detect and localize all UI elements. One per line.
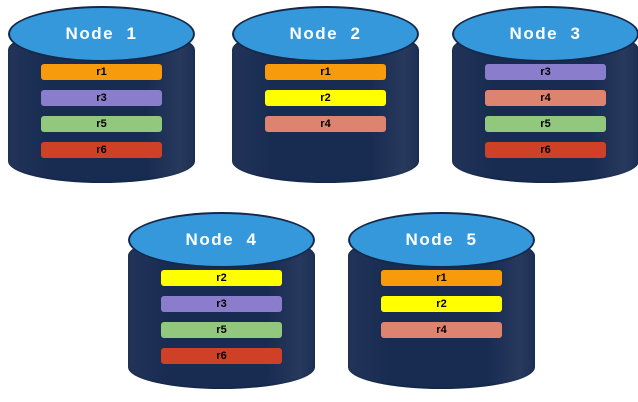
- replica-bar: r4: [381, 322, 502, 338]
- replica-bar: r1: [41, 64, 162, 80]
- node-title: Node 3: [509, 24, 582, 43]
- replica-bar: r2: [161, 270, 282, 286]
- node-1[interactable]: Node 1 r1 r3 r5 r6: [8, 6, 195, 191]
- replica-bar: r3: [161, 296, 282, 312]
- cylinder-top-ellipse: [232, 6, 419, 62]
- replica-bar: r5: [41, 116, 162, 132]
- node-title: Node 1: [65, 24, 138, 43]
- replica-stack: r1 r2 r4: [381, 270, 502, 338]
- replica-stack: r1 r2 r4: [265, 64, 386, 132]
- replica-bar: r2: [265, 90, 386, 106]
- replica-bar: r5: [161, 322, 282, 338]
- node-4[interactable]: Node 4 r2 r3 r5 r6: [128, 212, 315, 397]
- node-5[interactable]: Node 5 r1 r2 r4: [348, 212, 535, 397]
- node-2[interactable]: Node 2 r1 r2 r4: [232, 6, 419, 191]
- replica-bar: r4: [265, 116, 386, 132]
- cylinder-top-ellipse: [128, 212, 315, 268]
- cylinder-top-ellipse: [452, 6, 638, 62]
- cylinder-top-ellipse: [348, 212, 535, 268]
- node-title: Node 2: [289, 24, 362, 43]
- replica-stack: r1 r3 r5 r6: [41, 64, 162, 158]
- replica-bar: r6: [161, 348, 282, 364]
- replica-bar: r6: [485, 142, 606, 158]
- replica-bar: r3: [485, 64, 606, 80]
- replica-bar: r3: [41, 90, 162, 106]
- replica-bar: r5: [485, 116, 606, 132]
- replica-bar: r1: [265, 64, 386, 80]
- node-title: Node 5: [405, 230, 478, 249]
- node-title: Node 4: [185, 230, 258, 249]
- cylinder-top-ellipse: [8, 6, 195, 62]
- replica-stack: r3 r4 r5 r6: [485, 64, 606, 158]
- replica-bar: r1: [381, 270, 502, 286]
- replica-bar: r2: [381, 296, 502, 312]
- replica-bar: r4: [485, 90, 606, 106]
- replica-bar: r6: [41, 142, 162, 158]
- node-3[interactable]: Node 3 r3 r4 r5 r6: [452, 6, 638, 191]
- replica-stack: r2 r3 r5 r6: [161, 270, 282, 364]
